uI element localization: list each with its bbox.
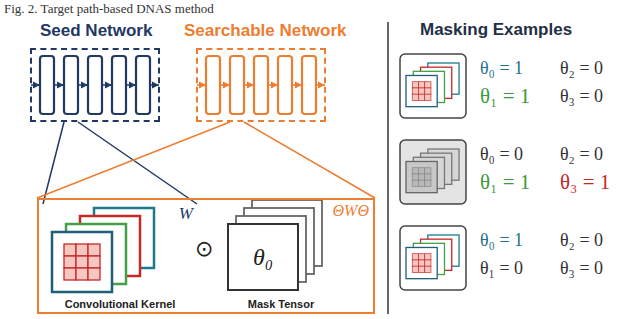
weight-symbol: W	[179, 204, 193, 224]
kernel-zoom-line	[43, 122, 197, 204]
layer-block	[64, 56, 78, 114]
example-kernel-masked	[406, 149, 459, 193]
example-frame	[400, 140, 466, 204]
layer-block	[40, 56, 54, 114]
mask-value: θ₃ = 0	[560, 86, 603, 107]
flow-arrow	[102, 84, 112, 86]
layer-block	[254, 56, 268, 114]
mask-value: θ₃ = 0	[560, 258, 603, 279]
mask-value: θ₃ = 1	[560, 170, 610, 195]
mask-channel	[228, 224, 298, 290]
mask-value: θ₁ = 1	[480, 84, 530, 109]
flow-arrow	[31, 84, 40, 86]
kernel-illustration	[52, 208, 154, 292]
component-label: Mask Tensor	[217, 298, 345, 310]
mask-symbol: θ₀	[228, 224, 298, 290]
searchable-flow	[197, 84, 325, 86]
searchable-network-box: Searchable Network	[196, 48, 326, 122]
mask-value: θ₂ = 0	[560, 230, 603, 251]
mask-value: θ₁ = 0	[480, 258, 523, 279]
network-heading: Searchable Network	[184, 21, 347, 41]
flow-arrow	[292, 84, 302, 86]
figure-title: Fig. 2. Target path-based DNAS method	[4, 1, 214, 17]
hadamard-operator: ⊙	[195, 236, 213, 261]
seed-layers	[40, 56, 150, 114]
weight-symbol: ΘWΘ	[333, 202, 369, 220]
layer-block	[230, 56, 244, 114]
layer-block	[278, 56, 292, 114]
component-label: Convolutional Kernel	[43, 298, 197, 310]
searchable-layers	[206, 56, 316, 114]
layer-block	[88, 56, 102, 114]
layer-block	[136, 56, 150, 114]
flow-arrow	[78, 84, 88, 86]
mask-tensor-illustration	[228, 200, 322, 290]
mask-value: θ₀ = 0	[480, 144, 523, 165]
convolutional-kernel: W Convolutional Kernel	[43, 204, 197, 312]
example-kernel	[406, 235, 459, 279]
layer-zoom-line	[37, 122, 375, 198]
flow-arrow	[197, 84, 206, 86]
example-frame	[400, 226, 466, 290]
example-frame	[400, 54, 466, 118]
mask-value: θ₁ = 1	[480, 170, 530, 195]
flow-arrow	[268, 84, 278, 86]
flow-arrow	[316, 84, 325, 86]
mask-value: θ₀ = 1	[480, 58, 523, 79]
example-kernel	[406, 63, 459, 107]
seed-network-box: Seed Network	[30, 48, 160, 122]
flow-arrow	[126, 84, 136, 86]
layer-block	[112, 56, 126, 114]
divider-line	[387, 22, 389, 314]
flow-arrow	[150, 84, 159, 86]
network-heading: Seed Network	[40, 21, 152, 41]
mask-tensor: θ₀ Mask Tensor	[217, 204, 345, 312]
section-heading: Masking Examples	[420, 20, 572, 40]
layer-block	[302, 56, 316, 114]
mask-value: θ₂ = 0	[560, 58, 603, 79]
flow-arrow	[220, 84, 230, 86]
flow-arrow	[54, 84, 64, 86]
mask-value: θ₂ = 0	[560, 144, 603, 165]
seed-flow	[31, 84, 159, 86]
flow-arrow	[244, 84, 254, 86]
mask-value: θ₀ = 1	[480, 230, 523, 251]
layer-block	[206, 56, 220, 114]
